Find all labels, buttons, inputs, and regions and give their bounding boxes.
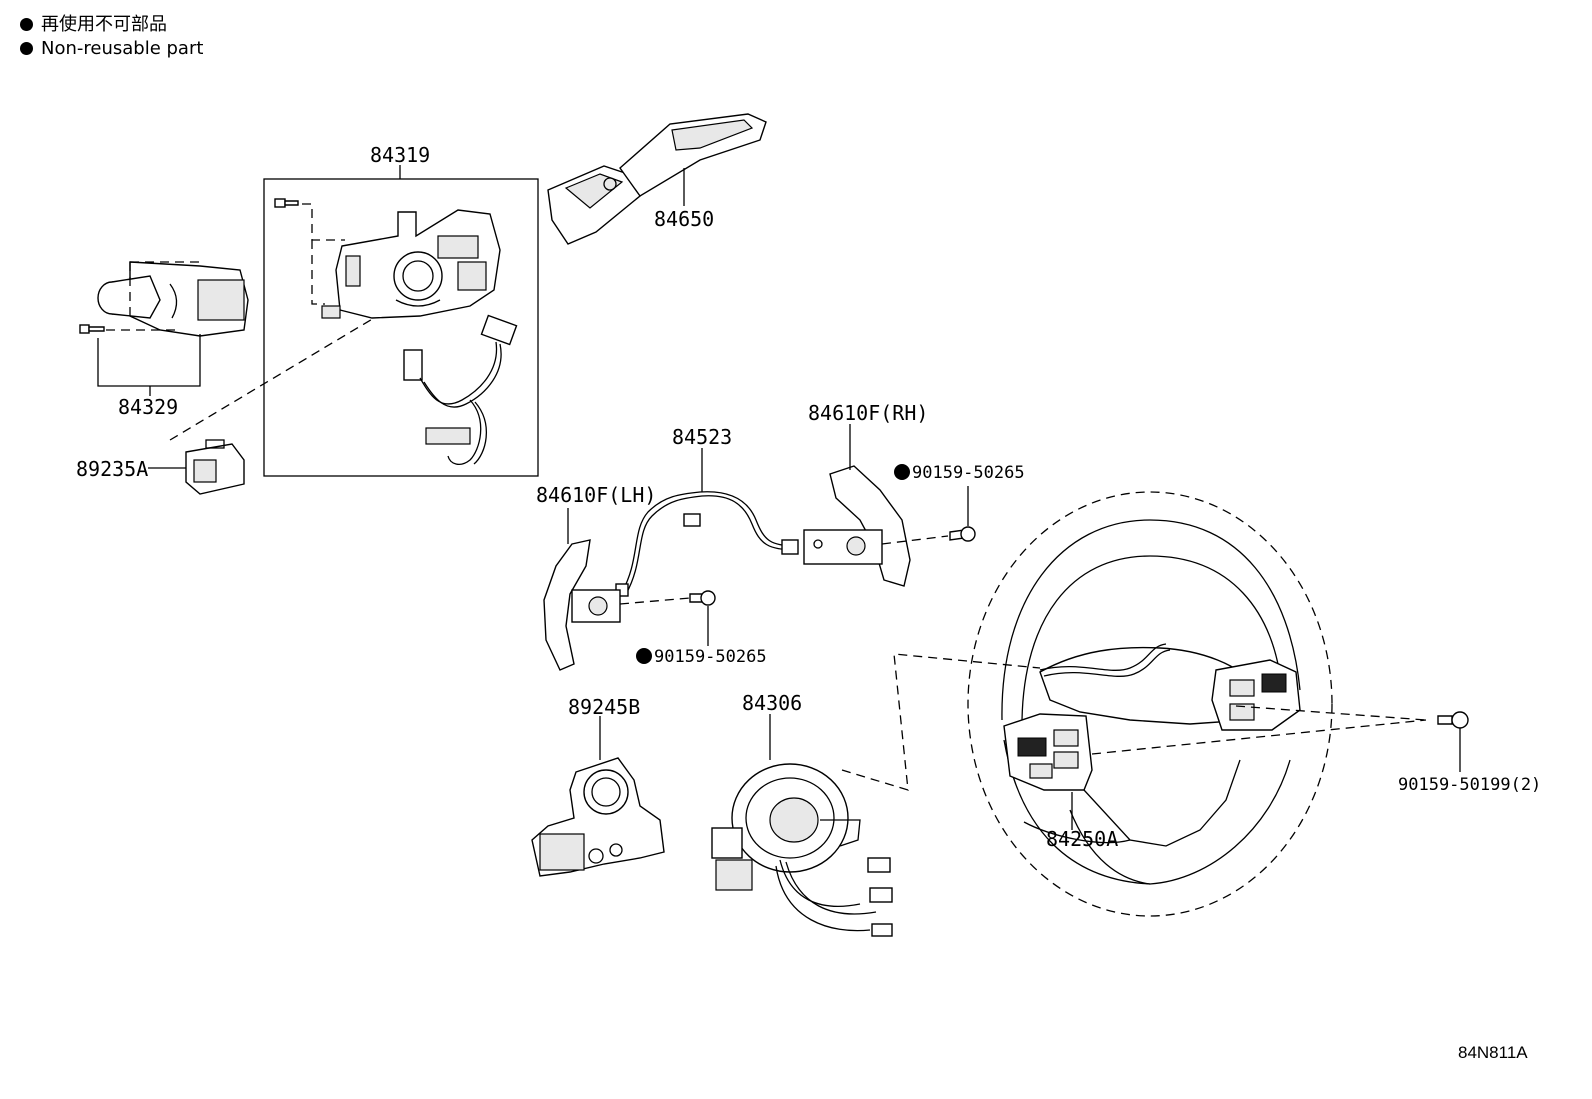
- part-label-84523[interactable]: 84523: [672, 425, 732, 449]
- steering-wheel-rim-outline: [967, 491, 1333, 917]
- screw-icon: [79, 324, 105, 334]
- part-label-84610F-RH[interactable]: 84610F(RH): [808, 401, 928, 425]
- left-steering-switch: [1003, 713, 1093, 791]
- part-label-84650[interactable]: 84650: [654, 207, 714, 231]
- part-89235A-sensor[interactable]: [185, 439, 245, 495]
- part-84523-paddle-wire[interactable]: [615, 491, 799, 597]
- part-label-90159-50199[interactable]: 90159-50199(2): [1398, 775, 1541, 795]
- sub-harness: [403, 314, 518, 466]
- part-89245B-steering-sensor[interactable]: [531, 757, 665, 877]
- part-84329-turn-signal-switch[interactable]: [79, 261, 249, 396]
- part-84610F-LH-paddle[interactable]: [543, 539, 621, 671]
- legend-non-reusable-en: Non-reusable part: [20, 38, 203, 60]
- part-label-90159-50265-rh[interactable]: 90159-50265: [912, 463, 1025, 483]
- non-reusable-dot-icon: [20, 42, 33, 55]
- legend-non-reusable-jp: 再使用不可部品: [20, 14, 167, 36]
- assembly-84319[interactable]: [263, 165, 539, 477]
- non-reusable-dot-icon: [636, 648, 652, 664]
- right-steering-switch: [1211, 659, 1301, 731]
- part-label-90159-50265-lh[interactable]: 90159-50265: [654, 647, 767, 667]
- part-84250A-steering-wheel[interactable]: [967, 491, 1333, 917]
- part-label-84319[interactable]: 84319: [370, 143, 430, 167]
- part-label-84610F-LH[interactable]: 84610F(LH): [536, 483, 656, 507]
- part-label-84250A[interactable]: 84250A: [1046, 827, 1118, 851]
- legend-en-text: Non-reusable part: [41, 38, 204, 59]
- non-reusable-dot-icon: [894, 464, 910, 480]
- part-84610F-RH-paddle[interactable]: [803, 465, 911, 587]
- part-84306-spiral-cable[interactable]: [711, 763, 893, 937]
- part-label-89235A[interactable]: 89235A: [76, 457, 148, 481]
- part-90159-50265-lh-screw[interactable]: [619, 590, 716, 646]
- non-reusable-dot-icon: [20, 18, 33, 31]
- combination-switch-body: [321, 209, 501, 319]
- diagram-code: 84N811A: [1458, 1043, 1528, 1062]
- screw-icon: [274, 198, 299, 208]
- part-90159-50265-rh-screw[interactable]: [881, 486, 976, 545]
- part-84650-wiper-switch[interactable]: [547, 113, 767, 245]
- assembly-frame: [263, 178, 539, 477]
- part-90159-50199-screw[interactable]: [1091, 705, 1469, 772]
- part-label-84329[interactable]: 84329: [118, 395, 178, 419]
- part-label-84306[interactable]: 84306: [742, 691, 802, 715]
- part-label-89245B[interactable]: 89245B: [568, 695, 640, 719]
- legend-jp-text: 再使用不可部品: [41, 14, 167, 35]
